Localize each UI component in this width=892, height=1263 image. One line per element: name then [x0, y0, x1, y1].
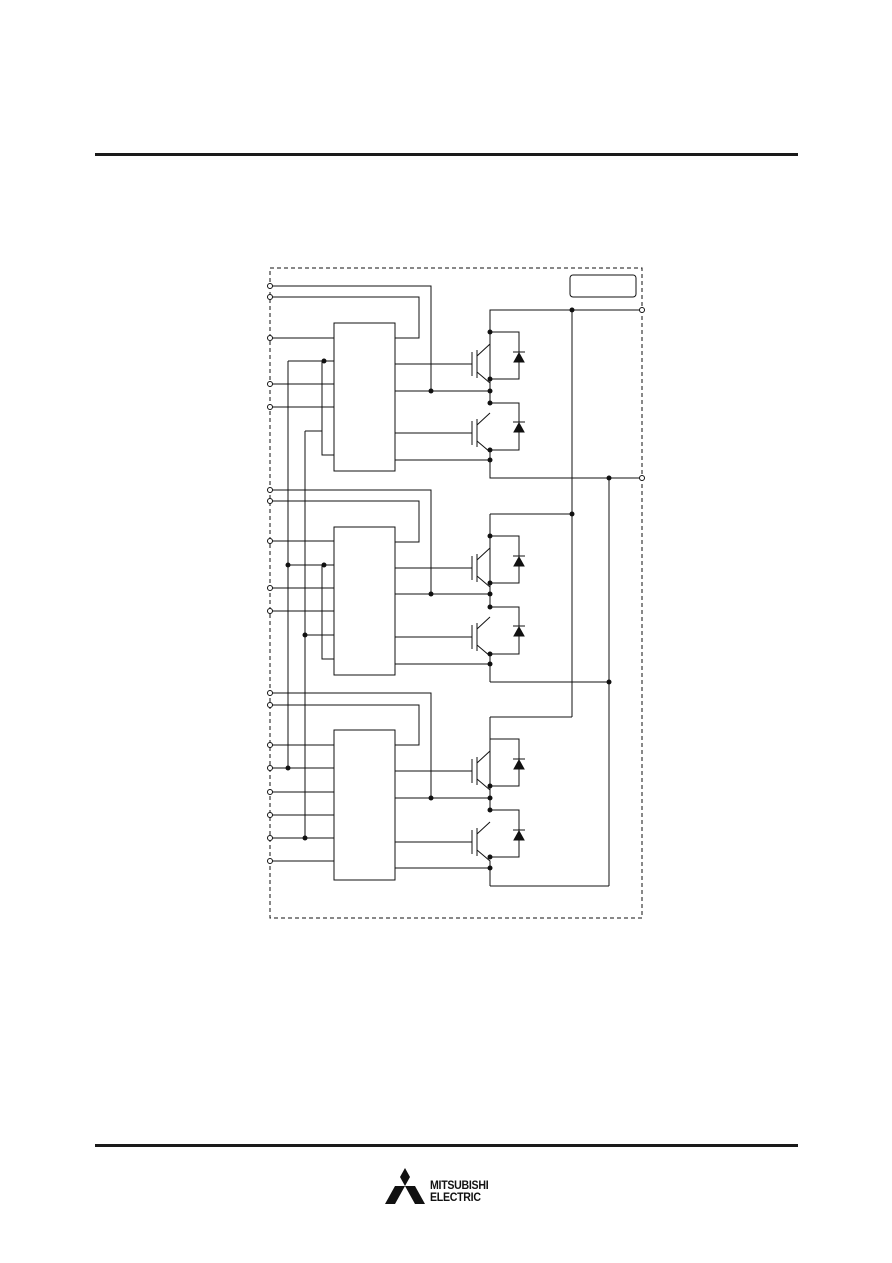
driver-ic-1: [333, 322, 396, 472]
phase-3: [270, 692, 609, 887]
logo-line-1: MITSUBISHI: [430, 1180, 489, 1192]
terminals: [267, 283, 645, 864]
phase-1: [270, 285, 642, 479]
driver-ic-3: [333, 729, 396, 881]
driver-ic-2: [333, 526, 396, 676]
mitsubishi-logo: MITSUBISHI ELECTRIC: [385, 1168, 515, 1208]
header-rule: [95, 153, 798, 156]
footer-rule: [95, 1144, 798, 1147]
three-diamond-icon: [385, 1168, 425, 1204]
module-outline: [269, 267, 643, 919]
unit-label-box: [569, 274, 637, 298]
logo-line-2: ELECTRIC: [430, 1192, 481, 1204]
junction-dots: [285, 307, 612, 871]
phase-2: [270, 489, 609, 683]
